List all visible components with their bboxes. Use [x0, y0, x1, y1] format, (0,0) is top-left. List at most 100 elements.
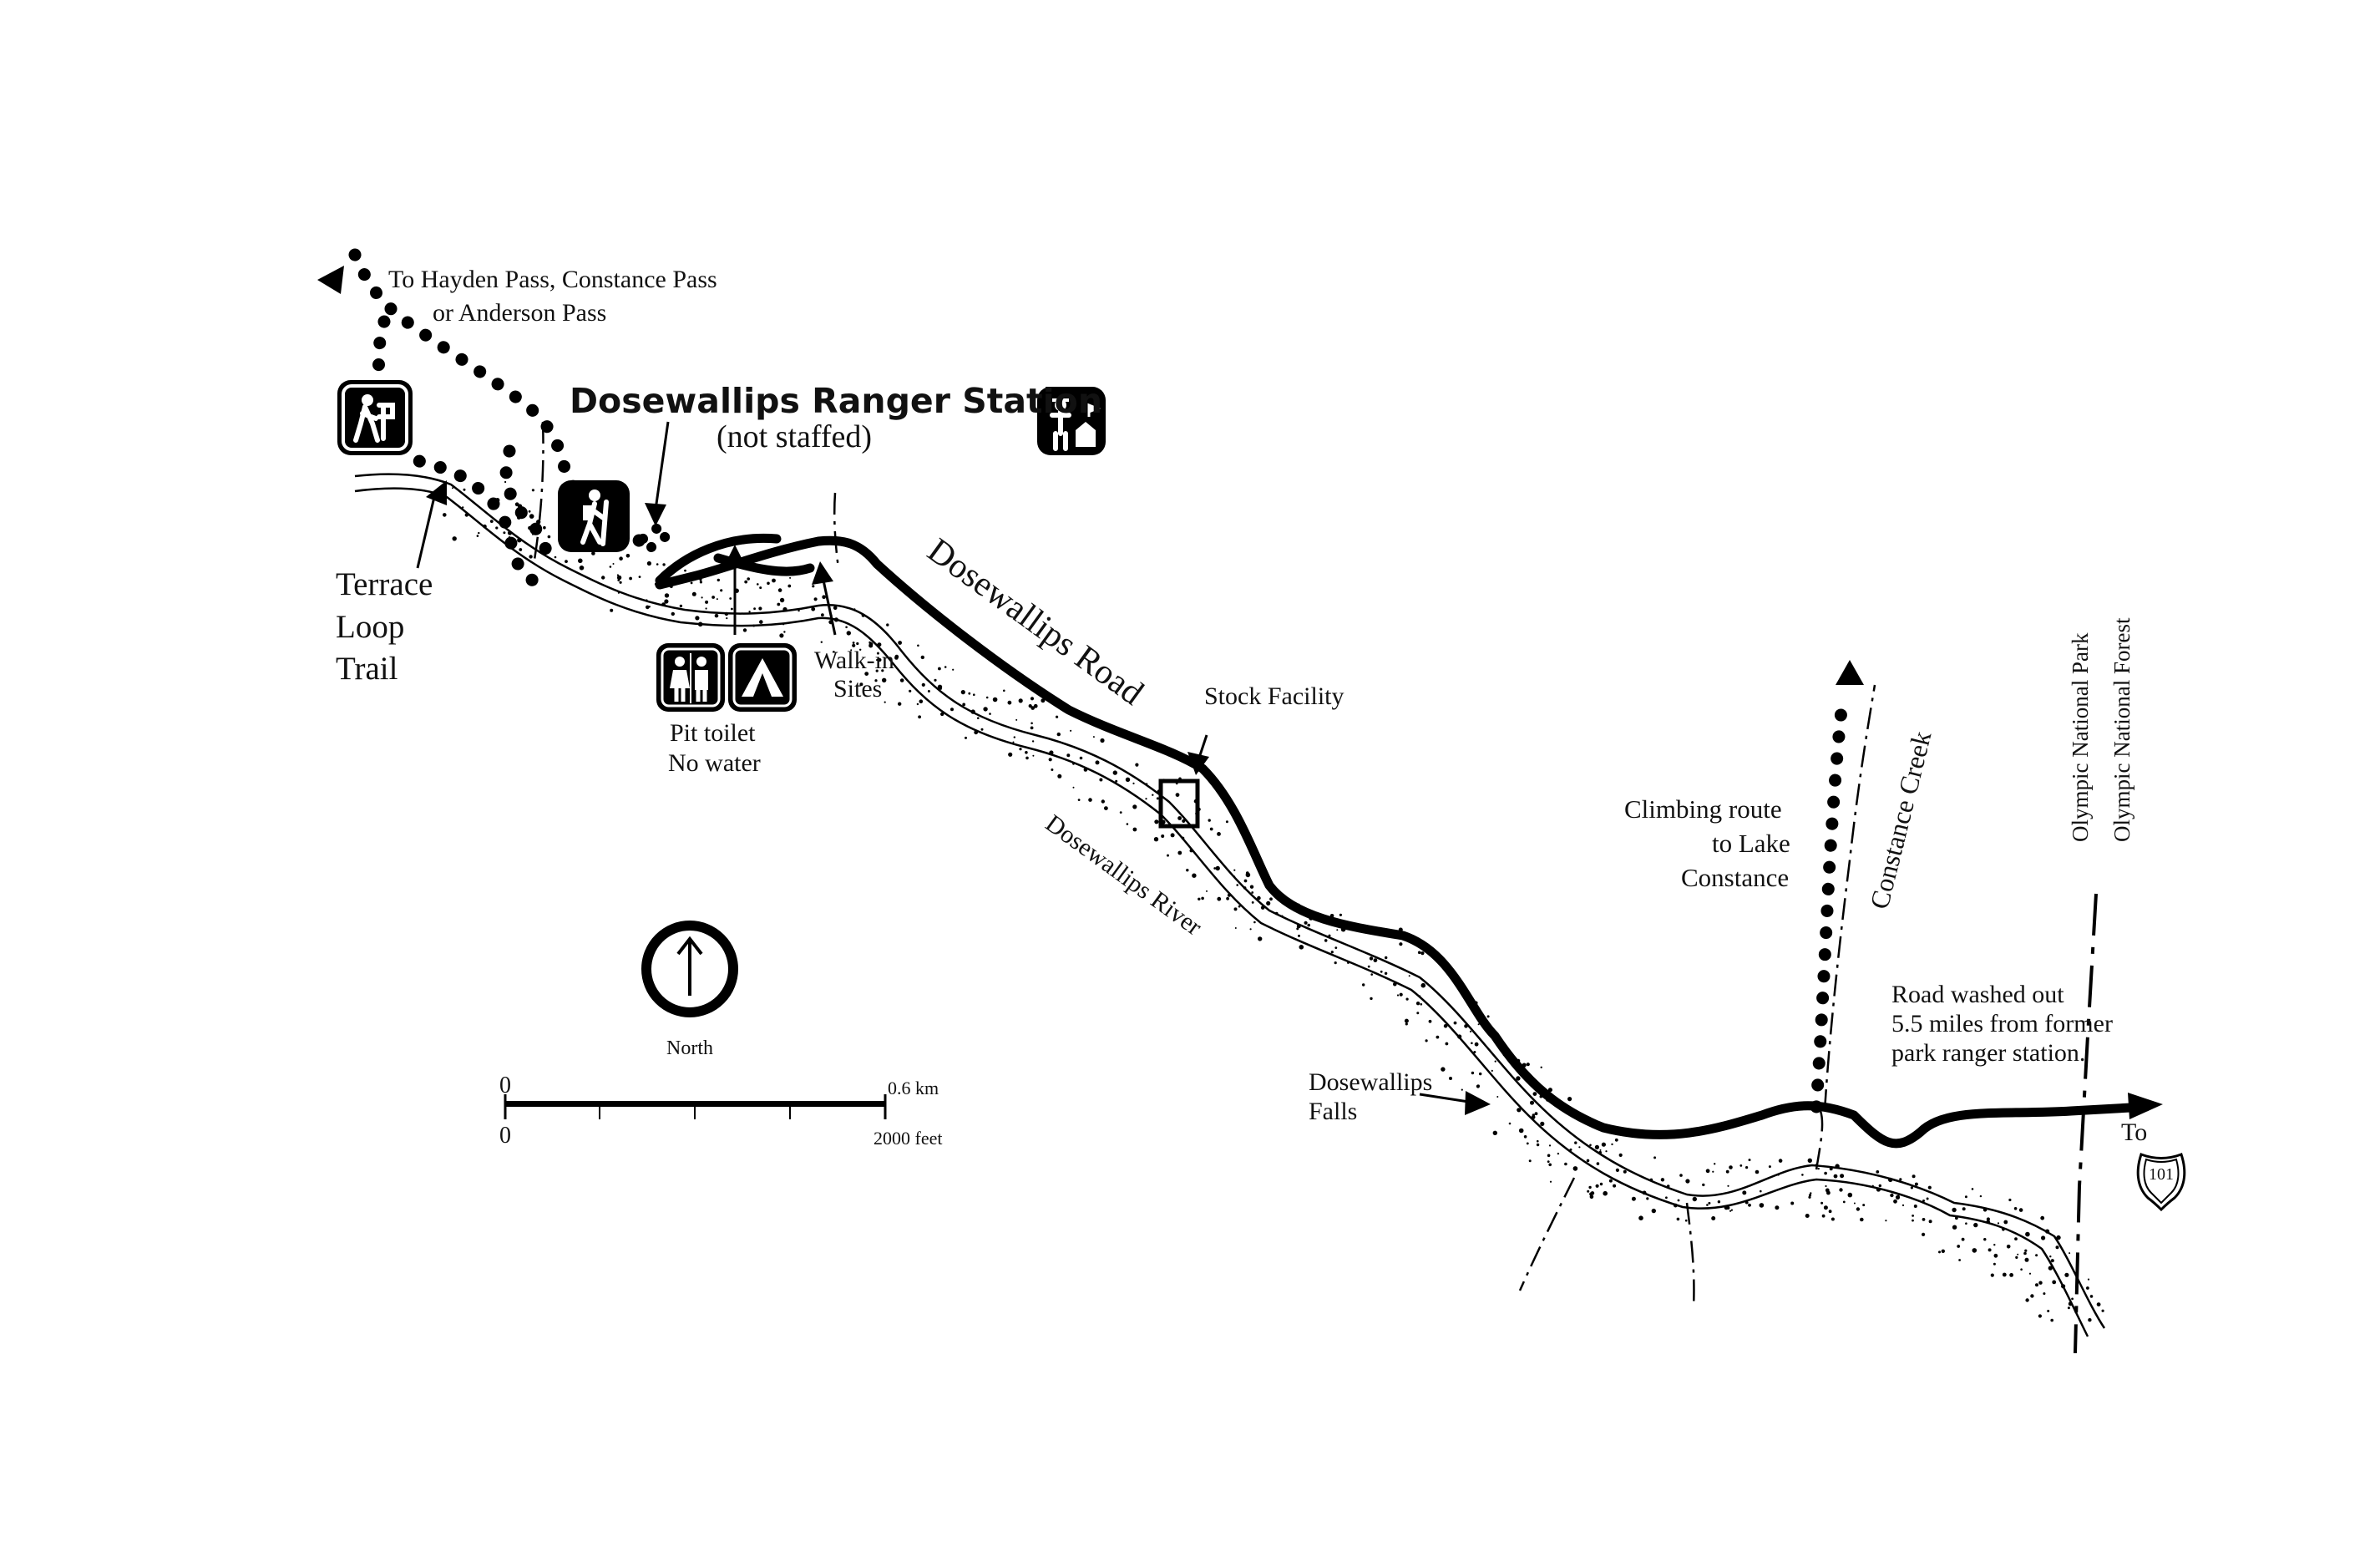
ranger-station-title: Dosewallips Ranger Station [570, 381, 1102, 421]
stipple-dot [952, 668, 955, 671]
restroom-icon[interactable] [656, 643, 725, 712]
stipple-dot [1537, 1139, 1539, 1143]
stipple-dot [1685, 1179, 1690, 1184]
stipple-dot [1405, 997, 1409, 1001]
stipple-dot [2043, 1292, 2046, 1296]
stipple-dot [1385, 956, 1388, 960]
stipple-dot [1417, 951, 1421, 955]
stipple-dot [845, 626, 848, 629]
stipple-dot [1334, 961, 1337, 965]
highway-number: 101 [2149, 1165, 2174, 1184]
stipple-dot [1653, 1156, 1657, 1159]
stipple-dot [1461, 1088, 1463, 1091]
stipple-dot [1132, 804, 1137, 809]
stipple-dot [1578, 1146, 1581, 1149]
stipple-dot [1912, 1215, 1915, 1217]
stipple-dot [625, 554, 630, 558]
stipple-dot [1952, 1207, 1957, 1213]
stipple-dot [2047, 1310, 2050, 1312]
stipple-dot [662, 563, 666, 566]
stipple-dot [1660, 1178, 1665, 1182]
stipple-dot [1589, 1192, 1593, 1196]
stipple-dot [1922, 1218, 1926, 1221]
stipple-dot [1404, 1018, 1409, 1023]
stipple-dot [1469, 1030, 1472, 1032]
stipple-dot [1895, 1195, 1901, 1200]
stipple-dot [878, 657, 882, 662]
stipple-dot [1993, 1244, 1996, 1246]
stipple-dot [1030, 706, 1035, 710]
stipple-dot [917, 644, 919, 647]
stipple-dot [1298, 934, 1300, 937]
stipple-dot [1299, 945, 1304, 950]
stipple-dot [960, 690, 965, 695]
stipple-dot [1548, 1163, 1552, 1167]
climbing-route-arrow [1836, 660, 1864, 685]
stipple-dot [664, 599, 669, 604]
stipple-dot [779, 633, 784, 638]
stipple-dot [1477, 1023, 1480, 1026]
stipple-dot [609, 566, 612, 568]
stipple-dot [1070, 729, 1072, 732]
stipple-dot [1526, 1142, 1529, 1145]
stipple-dot [616, 574, 620, 576]
stipple-dot [1540, 1121, 1545, 1126]
trailhead-icon[interactable] [337, 380, 413, 455]
stipple-dot [777, 588, 782, 592]
stipple-dot [1177, 816, 1182, 820]
stipple-dot [2003, 1220, 2008, 1225]
hiker-icon[interactable] [558, 480, 630, 552]
constance-creek [1823, 684, 1876, 1112]
ranger-station-icon[interactable] [1037, 387, 1106, 455]
stipple-dot [1474, 1042, 1479, 1047]
stipple-dot [612, 563, 615, 565]
stipple-dot [1823, 1205, 1828, 1210]
stipple-dot [1962, 1207, 1966, 1211]
stipple-dot [1030, 726, 1034, 730]
stipple-dot [1330, 951, 1334, 954]
stipple-dot [1692, 1196, 1698, 1202]
stipple-dot [1031, 740, 1035, 743]
stipple-dot [1266, 900, 1271, 905]
stipple-dot [759, 586, 762, 590]
stipple-dot [1853, 1202, 1856, 1205]
stipple-dot [868, 643, 874, 648]
stipple-dot [664, 593, 670, 598]
stipple-dot [2101, 1309, 2104, 1312]
stipple-dot [989, 713, 991, 715]
stipple-dot [965, 736, 967, 739]
stipple-dot [1154, 819, 1159, 824]
stipple-dot [1003, 689, 1005, 692]
stipple-dot [1233, 907, 1238, 911]
stipple-dot [1177, 850, 1182, 855]
stipple-dot [1476, 1084, 1480, 1088]
to-passes-label-line2: or Anderson Pass [433, 299, 606, 327]
stipple-dot [1775, 1205, 1780, 1210]
stipple-dot [1730, 1209, 1733, 1211]
stipple-dot [2038, 1314, 2042, 1318]
stipple-dot [1988, 1248, 1992, 1252]
stipple-dot [1399, 942, 1403, 946]
stipple-dot [1012, 741, 1015, 743]
north-arrow-icon [641, 921, 738, 1017]
stipple-dot [1186, 869, 1189, 872]
stipple-dot [1587, 1189, 1590, 1193]
falls-label-line1: Dosewallips [1309, 1068, 1432, 1096]
campground-icon[interactable] [728, 643, 797, 712]
stipple-dot [1983, 1238, 1987, 1241]
stipple-dot [1198, 897, 1201, 901]
stipple-dot [2023, 1251, 2027, 1255]
road-washout-label-line1: Road washed out [1891, 981, 2064, 1008]
climbing-route-label-line2: to Lake [1712, 829, 1790, 858]
stipple-dot [1768, 1165, 1771, 1169]
terrace-loop-trail-line3: Trail [336, 651, 398, 687]
stipple-dot [1557, 1152, 1560, 1155]
stipple-dot [690, 581, 693, 585]
to-passes-label-line1: To Hayden Pass, Constance Pass [388, 266, 717, 293]
stipple-dot [1269, 897, 1273, 901]
stipple-dot [1496, 1096, 1499, 1098]
stipple-dot [1175, 793, 1180, 797]
walkin-sites-label-line1: Walk-in [814, 647, 894, 674]
stipple-dot [1547, 1154, 1551, 1158]
stipple-dot [1708, 1201, 1711, 1205]
